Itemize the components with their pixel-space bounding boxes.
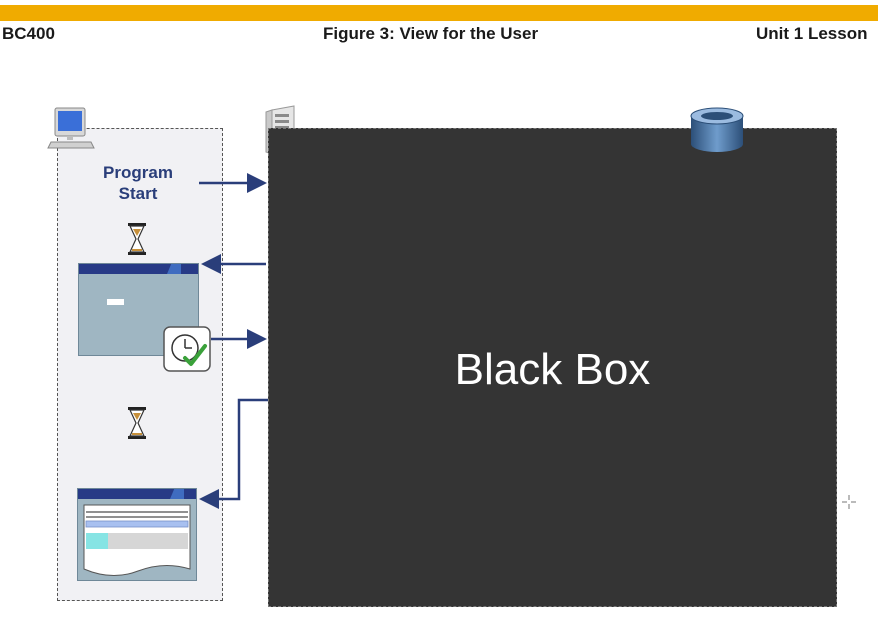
header-figure-title: Figure 3: View for the User (323, 24, 539, 43)
report-window-icon (77, 488, 197, 581)
hourglass-icon (128, 223, 146, 255)
header-course-code: BC400 (2, 24, 55, 43)
accent-bar (0, 5, 878, 21)
window-title-bar (78, 489, 196, 499)
window-title-bar (79, 264, 198, 274)
arrow-report-output (199, 398, 268, 509)
program-start-text: Program Start (103, 163, 173, 203)
hourglass-icon-2 (128, 407, 146, 439)
computer-icon (47, 107, 95, 149)
window-tab-accent (170, 489, 184, 499)
clock-check-icon (163, 326, 211, 372)
header-unit-lesson: Unit 1 Lesson (756, 24, 868, 43)
window-tab-accent (167, 264, 181, 274)
black-box-label: Black Box (454, 345, 651, 394)
input-field (107, 299, 124, 305)
report-page-icon (83, 504, 191, 576)
black-box (268, 128, 837, 607)
crosshair-cursor-icon (842, 495, 856, 509)
program-start-label: Program Start (88, 162, 188, 204)
database-icon (690, 107, 744, 152)
